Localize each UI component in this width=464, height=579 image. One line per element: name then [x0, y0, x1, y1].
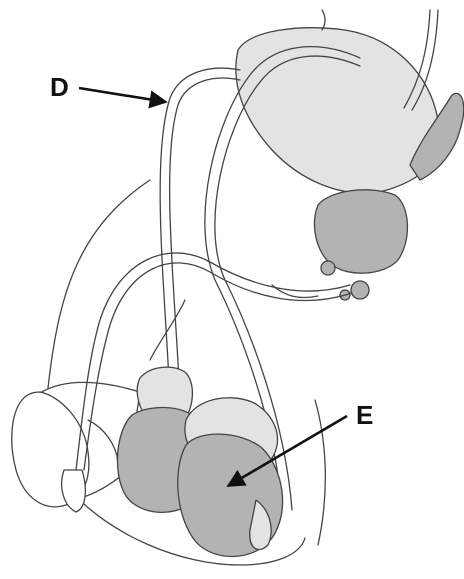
vas-deferens-left-inner — [170, 78, 240, 402]
ureter-left — [322, 10, 325, 30]
bladder — [236, 28, 439, 193]
bulbourethral-gland-b — [351, 281, 369, 299]
bulbourethral-gland-a — [321, 261, 335, 275]
body-outline-right — [315, 400, 325, 545]
arrow-d — [79, 88, 166, 102]
label-d: D — [50, 72, 69, 102]
body-outline — [48, 180, 150, 388]
label-e: E — [356, 400, 373, 430]
vas-deferens-left-outer — [160, 68, 240, 402]
